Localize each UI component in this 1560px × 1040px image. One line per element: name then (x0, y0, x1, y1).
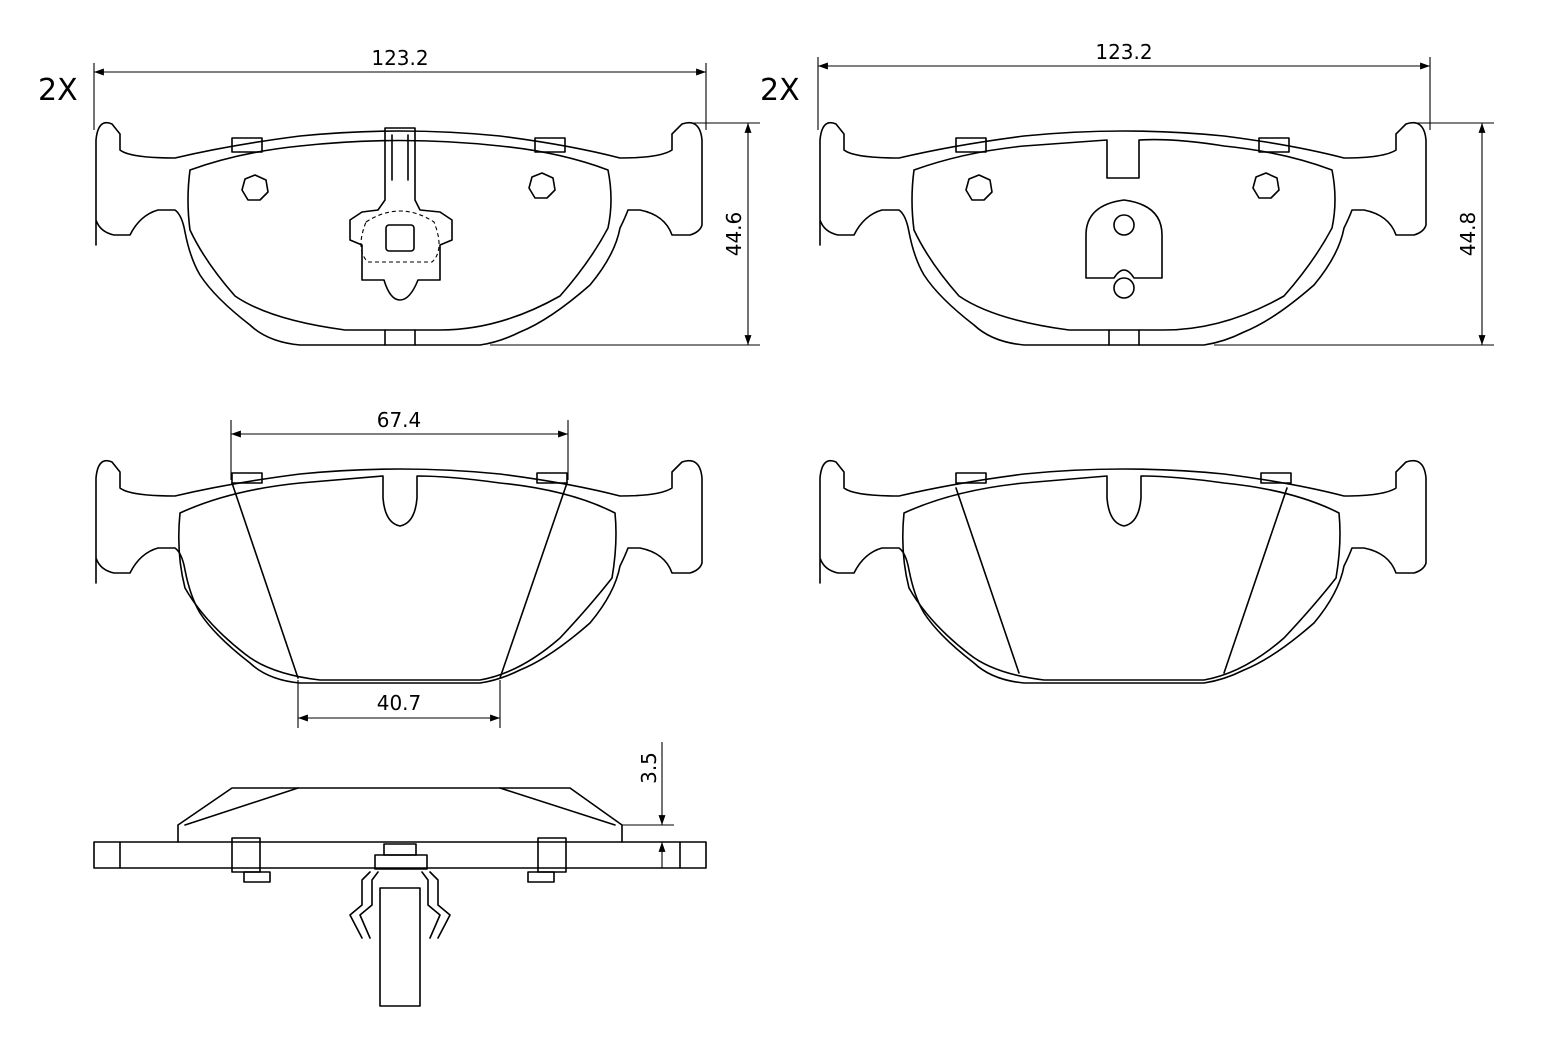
side-view-friction-block (177, 787, 623, 843)
friction-left-clip-left (231, 472, 263, 484)
pad-1-sensor-dashed-outline (360, 210, 440, 263)
friction-left-clip-right (536, 472, 568, 484)
pad-2-friction-outline (911, 138, 1336, 331)
friction-left-pad-outline (177, 475, 617, 681)
pad-2-width-label: 123.2 (1095, 40, 1152, 64)
side-view-spring-clip-right-inner (421, 871, 441, 939)
pad-2-hole-right (1252, 172, 1280, 199)
friction-top-width-label: 67.4 (377, 408, 422, 432)
pad-1-clip-right (534, 137, 566, 153)
pad-2-view: 2X 123.2 44.8 (760, 40, 1494, 346)
friction-right-chamfer-left (955, 487, 1020, 674)
friction-right-chamfer-right (1223, 487, 1288, 674)
pad-2-quantity: 2X (760, 73, 800, 108)
pad-2-bracket-hole-top (1113, 214, 1135, 236)
pad-1-view: 2X 123.2 44.6 (38, 46, 760, 346)
friction-face-view-left (95, 459, 703, 684)
pad-2-clip-right (1258, 137, 1290, 153)
friction-bottom-width-label: 40.7 (377, 691, 422, 715)
side-view-chamfer-left (184, 787, 299, 826)
pad-2-clip-left (955, 137, 987, 153)
pad-1-backing-plate (95, 121, 703, 346)
pad-1-sensor-window (385, 224, 415, 252)
pad-1-friction-outline (187, 139, 612, 331)
friction-left-backing-plate (95, 459, 703, 684)
friction-right-clip-right (1260, 472, 1292, 484)
pad-2-hole-left (965, 174, 993, 201)
side-view-sensor-head (374, 854, 428, 870)
friction-left-chamfer-right (499, 482, 568, 679)
pad-2-backing-plate (819, 121, 1427, 346)
friction-right-clip-left (955, 472, 987, 484)
side-view-sensor-body (379, 887, 421, 1007)
pad-1-clip-left (231, 137, 263, 153)
pad-2-height-label: 44.8 (1456, 212, 1480, 257)
pad-2-bracket-hole-bottom (1113, 277, 1135, 299)
pad-1-height-label: 44.6 (722, 212, 746, 257)
pad-1-quantity: 2X (38, 73, 78, 108)
side-view-clip-right (537, 837, 567, 873)
side-view-pin-right (527, 871, 555, 883)
side-view-thickness-label: 3.5 (637, 752, 661, 784)
side-view-sensor-cap (383, 843, 417, 856)
side-view: 3.5 (93, 742, 707, 1007)
side-view-pin-left (243, 871, 271, 883)
side-view-spring-clip-left-inner (359, 871, 379, 939)
side-view-chamfer-right (499, 787, 616, 826)
side-view-clip-left (231, 837, 261, 873)
friction-right-backing-plate (819, 459, 1427, 684)
pad-1-wear-sensor-bracket (349, 127, 453, 301)
pad-2-mount-bracket (1085, 199, 1163, 279)
side-view-spring-clip-left (349, 871, 371, 939)
friction-left-chamfer-left (231, 482, 299, 679)
friction-face-view-right (819, 459, 1427, 684)
side-view-backing-plate (93, 841, 707, 869)
side-view-spring-clip-right (429, 871, 451, 939)
pad-1-hole-right (528, 172, 556, 199)
pad-1-hole-left (241, 174, 269, 201)
pad-1-width-label: 123.2 (371, 46, 428, 70)
friction-right-pad-outline (901, 475, 1341, 681)
